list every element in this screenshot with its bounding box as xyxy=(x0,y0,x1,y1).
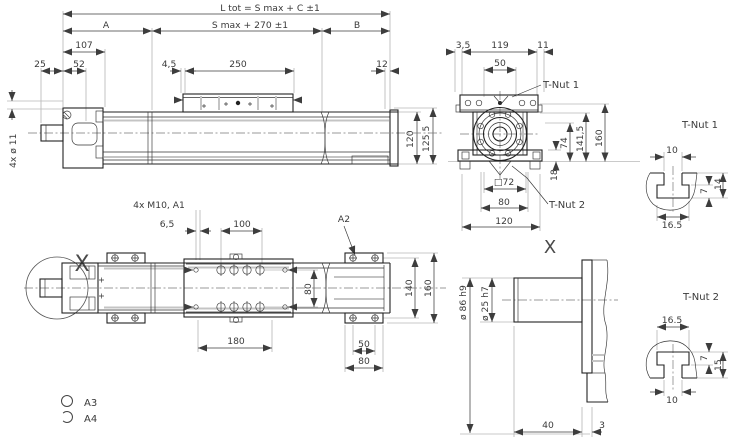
tnut1-dim-16-5: 16.5 xyxy=(662,220,683,231)
dim-141-5: 141,5 xyxy=(575,126,586,152)
dim-12: 12 xyxy=(376,59,388,70)
dim-52: 52 xyxy=(73,59,85,70)
mount-plate-left-bottom xyxy=(106,312,146,324)
view-label-x: X xyxy=(74,252,89,277)
top-view: X 4x M10, A1 6,5 100 A2 80 14 xyxy=(24,200,446,372)
dim-50-end: 50 xyxy=(494,58,506,69)
side-view: L tot = S max + C ±1 A S max + 270 ±1 B … xyxy=(7,3,444,169)
mount-plate-right-top xyxy=(344,252,384,264)
tnut2-dim-7: 7 xyxy=(699,355,710,361)
dim-b: B xyxy=(354,20,360,31)
dim-160-end: 160 xyxy=(594,129,605,147)
legend: A3 A4 xyxy=(61,395,97,425)
end-block-side xyxy=(62,107,104,169)
lube-port-icon xyxy=(235,100,241,106)
dim-125-5: 125.5 xyxy=(421,126,432,152)
dim-120-end: 120 xyxy=(495,216,513,227)
end-block-top xyxy=(61,262,99,314)
end-view: 3,5 119 11 50 T-Nut 1 T-Nut 2 □72 80 120… xyxy=(446,40,640,231)
mounting-hole-icon xyxy=(62,110,72,120)
flange-plate-detail xyxy=(581,259,593,374)
dim-74: 74 xyxy=(559,137,570,149)
note-4x-d11: 4x ø 11 xyxy=(8,134,19,168)
label-a2: A2 xyxy=(338,214,350,225)
tslot-profile-2 xyxy=(656,351,690,378)
tnut2-title: T-Nut 2 xyxy=(682,292,719,303)
legend-label-a4: A4 xyxy=(84,414,97,425)
mount-plate-left-top xyxy=(106,252,146,264)
dim-3-5: 3,5 xyxy=(456,40,471,51)
mount-plate-right-bottom xyxy=(344,312,384,324)
full-circle-icon xyxy=(61,395,73,407)
dim-100: 100 xyxy=(233,219,251,230)
tnut1-dim-7: 7 xyxy=(699,188,710,194)
tslot-mark-bottom xyxy=(488,160,512,176)
dim-d86h9: ø 86 h9 xyxy=(458,285,469,320)
tslot-profile-1 xyxy=(656,173,690,199)
dim-l-tot: L tot = S max + C ±1 xyxy=(220,3,320,14)
base-plate-end xyxy=(457,149,543,162)
tnut2-dim-16-5: 16.5 xyxy=(662,315,683,326)
dim-smax: S max + 270 ±1 xyxy=(212,20,288,31)
tnut2-dim-10: 10 xyxy=(666,395,678,406)
tnut1-title: T-Nut 1 xyxy=(681,120,718,131)
carriage-side xyxy=(174,93,302,113)
dim-3: 3 xyxy=(599,420,605,431)
dim-a: A xyxy=(103,20,110,31)
dim-18: 18 xyxy=(549,169,560,181)
legend-label-a3: A3 xyxy=(84,398,97,409)
dim-40: 40 xyxy=(542,420,554,431)
label-tnut2: T-Nut 2 xyxy=(548,200,585,211)
dim-11: 11 xyxy=(537,40,549,51)
dim-sq72: □72 xyxy=(494,177,514,188)
open-circle-icon xyxy=(62,411,73,423)
note-4x-m10-a1: 4x M10, A1 xyxy=(133,200,185,211)
dim-119: 119 xyxy=(491,40,509,51)
dim-120-side: 120 xyxy=(405,130,416,148)
tnut2-dim-15: 15 xyxy=(713,359,724,371)
dim-180: 180 xyxy=(227,336,245,347)
dim-4-5: 4,5 xyxy=(162,59,177,70)
break-edge xyxy=(603,259,609,374)
detail-x-callout-circle xyxy=(25,256,89,320)
body-end xyxy=(472,111,528,156)
tnut2-detail: T-Nut 2 16.5 7 15 10 xyxy=(645,292,728,406)
dim-80-holes: 80 xyxy=(358,356,370,367)
dim-80-end: 80 xyxy=(498,197,510,208)
dim-250: 250 xyxy=(229,59,247,70)
tnut1-detail: T-Nut 1 10 7 14 16.5 xyxy=(645,120,728,231)
dim-6-5: 6,5 xyxy=(160,219,175,230)
tnut1-dim-14: 14 xyxy=(713,178,724,190)
dim-25: 25 xyxy=(34,59,46,70)
tnut1-dim-10: 10 xyxy=(666,145,678,156)
dim-50-top: 50 xyxy=(358,339,370,350)
label-tnut1: T-Nut 1 xyxy=(542,80,579,91)
dim-d25h7: ø 25 h7 xyxy=(480,286,491,321)
detail-x-title: X xyxy=(544,237,556,258)
detail-x: X ø 86 h9 ø 25 h7 40 3 xyxy=(458,237,618,437)
dim-107: 107 xyxy=(75,40,93,51)
tslot-mark-top xyxy=(493,95,509,105)
dim-80-rows: 80 xyxy=(303,283,314,295)
carriage-top xyxy=(183,253,297,323)
